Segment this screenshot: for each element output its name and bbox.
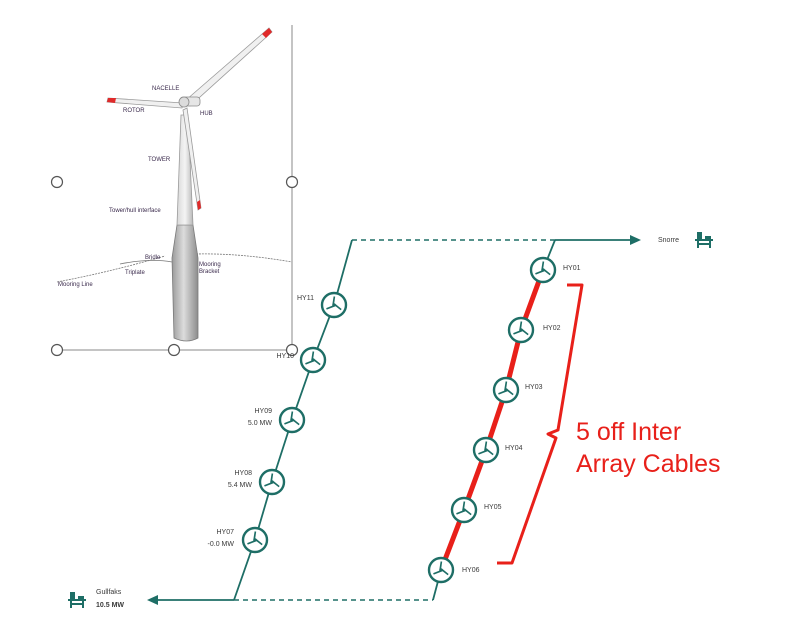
- label-mooring-line: Mooring Line: [58, 282, 93, 288]
- offshore-platform-icon: [694, 231, 714, 249]
- resize-handle-bottom-right[interactable]: [285, 343, 299, 357]
- mooring-line-right: [195, 253, 293, 263]
- spar-hull: [171, 224, 199, 342]
- hub: [178, 96, 190, 108]
- resize-handle-bottom[interactable]: [167, 343, 181, 357]
- wind-turbine-icon: [258, 468, 286, 496]
- turbine-hy10[interactable]: HY10: [276, 346, 327, 374]
- turbine-hy05[interactable]: HY05: [450, 496, 502, 524]
- turbine-id: HY08: [234, 470, 252, 477]
- arrow-to-gullfaks: [147, 595, 158, 605]
- wind-turbine-icon: [472, 436, 500, 464]
- platform-gullfaks[interactable]: Gullfaks 10.5 MW: [67, 589, 124, 609]
- arrow-to-snorre: [630, 235, 641, 245]
- blade-lower-tip: [197, 200, 201, 210]
- turbine-hy04[interactable]: HY04: [472, 436, 523, 464]
- turbine-hy07[interactable]: HY07 -0.0 MW: [208, 526, 269, 554]
- turbine-hy06[interactable]: HY06: [427, 556, 480, 584]
- turbine-id: HY10: [276, 353, 294, 360]
- label-tower-hull-interface: Tower/hull interface: [109, 208, 161, 214]
- turbine-power: -0.0 MW: [208, 541, 235, 548]
- turbine-id: HY02: [543, 325, 561, 332]
- turbine-id: HY07: [216, 529, 234, 536]
- turbine-id: HY05: [484, 504, 502, 511]
- turbine-hy08[interactable]: HY08 5.4 MW: [228, 468, 286, 496]
- turbine-hy09[interactable]: HY09 5.0 MW: [248, 406, 306, 434]
- cable-network: [147, 235, 641, 605]
- turbine-id: HY04: [505, 445, 523, 452]
- turbine-id: HY11: [297, 295, 314, 302]
- wind-turbine-icon: [507, 316, 535, 344]
- wind-turbine-icon: [278, 406, 306, 434]
- wind-turbine-icon: [241, 526, 269, 554]
- turbine-power: 5.4 MW: [228, 482, 253, 489]
- blade-left: [106, 97, 184, 109]
- turbine-id: HY01: [563, 265, 581, 272]
- wind-turbine-icon: [427, 556, 455, 584]
- wind-turbine-icon: [320, 291, 348, 319]
- turbine-hy03[interactable]: HY03: [492, 376, 543, 404]
- inter-array-cables: [438, 269, 546, 571]
- triplate-line: [119, 260, 173, 265]
- wind-turbine-icon: [529, 256, 557, 284]
- turbine-id: HY03: [525, 384, 543, 391]
- turbine-hy02[interactable]: HY02: [507, 316, 561, 344]
- label-nacelle: NACELLE: [152, 86, 179, 92]
- wind-turbine-icon: [299, 346, 327, 374]
- turbine-power: 5.0 MW: [248, 420, 273, 427]
- blade-upper-tip: [262, 28, 272, 38]
- platform-name: Snorre: [658, 237, 679, 244]
- wind-turbine-icon: [492, 376, 520, 404]
- blade-upper: [185, 27, 273, 107]
- annotation-line-2: Array Cables: [576, 450, 721, 478]
- offshore-platform-icon: [67, 591, 87, 609]
- label-mooring-bracket-1: Mooring: [199, 262, 221, 268]
- resize-handle-left[interactable]: [50, 175, 64, 189]
- resize-handle-bottom-left[interactable]: [50, 343, 64, 357]
- turbine-illustration: NACELLE ROTOR HUB TOWER Tower/hull inter…: [50, 25, 299, 357]
- resize-handle-right[interactable]: [285, 175, 299, 189]
- turbine-hy01[interactable]: HY01: [529, 256, 581, 284]
- wind-turbine-icon: [450, 496, 478, 524]
- inter-array-bracket: [497, 283, 584, 565]
- mooring-line-left: [56, 255, 166, 283]
- inter-array-annotation: 5 off Inter Array Cables: [576, 418, 721, 478]
- turbine-id: HY09: [254, 408, 272, 415]
- annotation-line-1: 5 off Inter: [576, 418, 681, 446]
- label-bridle: Bridle: [145, 255, 161, 261]
- blade-left-tip: [107, 98, 116, 103]
- label-mooring-bracket-2: Bracket: [199, 269, 220, 275]
- turbine-hy11[interactable]: HY11: [297, 291, 348, 319]
- label-rotor: ROTOR: [123, 108, 145, 114]
- label-triplate: Triplate: [125, 270, 145, 276]
- platform-name: Gullfaks: [96, 589, 122, 596]
- label-tower: TOWER: [148, 157, 171, 163]
- platform-snorre[interactable]: Snorre: [658, 231, 714, 249]
- platform-power: 10.5 MW: [96, 602, 124, 609]
- label-hub: HUB: [200, 111, 213, 117]
- turbine-id: HY06: [462, 567, 480, 574]
